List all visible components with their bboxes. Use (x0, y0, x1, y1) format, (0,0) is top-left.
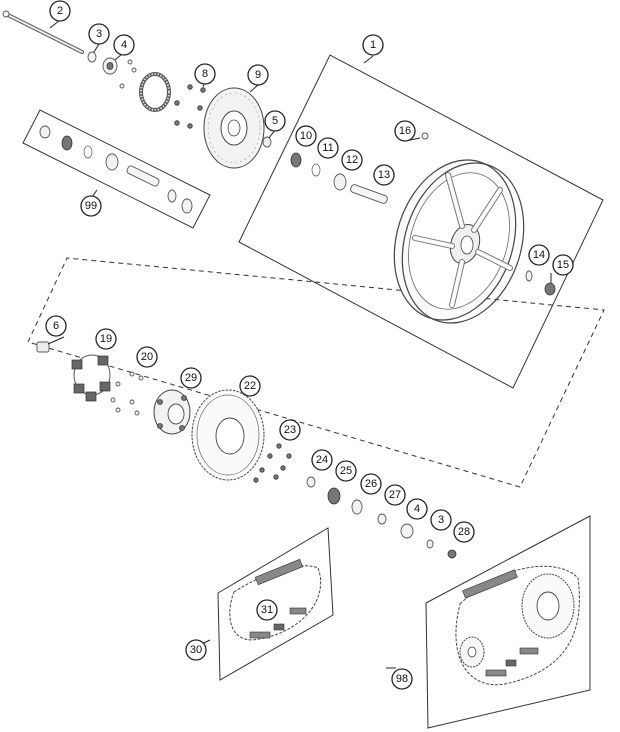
callout-9: 9 (247, 64, 269, 86)
callout-13: 13 (373, 164, 395, 186)
nut-28-part (447, 549, 457, 559)
screw-part (119, 83, 125, 89)
callout-24: 24 (311, 449, 333, 471)
svg-text:3: 3 (438, 514, 444, 526)
svg-text:25: 25 (340, 465, 352, 477)
tone-wheel-part (139, 72, 171, 112)
bearing-kit-frame (22, 109, 211, 229)
callout-16: 16 (394, 120, 416, 142)
callout-1: 1 (362, 34, 384, 56)
shaft-seal-26-part (351, 499, 363, 515)
distance-bushing-part (102, 57, 118, 75)
svg-text:11: 11 (322, 142, 333, 154)
callout-29: 29 (180, 367, 202, 389)
callout-4: 4 (113, 34, 135, 56)
svg-text:2: 2 (57, 5, 63, 17)
svg-text:28: 28 (458, 526, 470, 538)
wheel-assembly-frame (238, 54, 604, 389)
callout-6: 6 (45, 315, 67, 337)
svg-text:19: 19 (100, 333, 112, 345)
callout-3: 3 (88, 23, 110, 45)
callout-98: 98 (391, 668, 413, 690)
callout-10: 10 (295, 125, 317, 147)
svg-text:9: 9 (255, 69, 261, 81)
svg-text:99: 99 (85, 200, 97, 212)
svg-text:31: 31 (261, 604, 273, 616)
callout-22: 22 (239, 375, 261, 397)
svg-text:10: 10 (300, 130, 312, 142)
svg-text:20: 20 (141, 351, 153, 363)
axle-part (2, 10, 84, 54)
callout-14: 14 (528, 244, 550, 266)
callout-12: 12 (341, 149, 363, 171)
distance-bushing-lower-part (400, 523, 414, 539)
callout-20: 20 (136, 346, 158, 368)
bearing-25-part (327, 487, 341, 505)
callout-23: 23 (279, 419, 301, 441)
callout-30: 30 (185, 639, 207, 661)
drive-kit-frame (425, 515, 591, 729)
callout-25: 25 (335, 460, 357, 482)
svg-text:14: 14 (533, 249, 545, 261)
screw-part (131, 67, 137, 73)
sprocket-bolts (110, 371, 144, 416)
callout-3-lower: 3 (430, 509, 452, 531)
spacer-14-part (525, 270, 533, 282)
brake-disc-part (203, 87, 265, 169)
screw-part (127, 59, 133, 65)
svg-text:5: 5 (272, 115, 278, 127)
callout-28: 28 (453, 521, 475, 543)
sprocket-nuts (253, 443, 292, 483)
callout-4-lower: 4 (406, 498, 428, 520)
callout-5: 5 (264, 110, 286, 132)
svg-text:4: 4 (121, 39, 127, 51)
callout-2: 2 (49, 0, 71, 22)
rear-sprocket-part (191, 389, 265, 481)
svg-text:6: 6 (53, 320, 59, 332)
callout-19: 19 (95, 328, 117, 350)
chain-part (229, 558, 322, 641)
bearing-15-part (544, 282, 556, 296)
spacer-part (87, 51, 97, 63)
svg-text:26: 26 (365, 478, 377, 490)
svg-text:16: 16 (399, 125, 411, 137)
svg-text:22: 22 (244, 380, 256, 392)
callout-26: 26 (360, 473, 382, 495)
svg-text:27: 27 (389, 489, 401, 501)
callout-8: 8 (194, 63, 216, 85)
bearing-kit-parts (39, 125, 193, 214)
svg-text:30: 30 (190, 644, 202, 656)
spacer-24-part (306, 476, 316, 488)
svg-text:4: 4 (414, 503, 420, 515)
drive-kit-part (455, 565, 580, 686)
spacer-right-part (262, 136, 272, 148)
spacer-27-part (377, 513, 387, 525)
callout-11: 11 (317, 137, 339, 159)
sprocket-assembly-frame (27, 257, 605, 488)
wheel-bearing-parts (290, 132, 429, 204)
svg-text:15: 15 (557, 259, 569, 271)
svg-text:24: 24 (316, 454, 328, 466)
spacer-lower-part (426, 539, 434, 549)
sprocket-carrier-part (153, 389, 191, 435)
svg-text:23: 23 (284, 424, 296, 436)
svg-text:29: 29 (185, 372, 197, 384)
svg-text:13: 13 (378, 169, 390, 181)
callout-31: 31 (256, 599, 278, 621)
svg-text:98: 98 (396, 673, 408, 685)
rear-wheel-part (393, 159, 525, 324)
svg-text:1: 1 (370, 39, 376, 51)
brake-disc-screws (174, 84, 206, 129)
svg-text:8: 8 (202, 68, 208, 80)
svg-text:12: 12 (346, 154, 358, 166)
cush-drive-rubber-part (71, 354, 111, 402)
callout-27: 27 (384, 484, 406, 506)
svg-text:3: 3 (96, 28, 102, 40)
sleeve-6-part (36, 341, 50, 353)
callout-99: 99 (80, 195, 102, 217)
chain-kit-frame (217, 527, 334, 681)
callout-15: 15 (552, 254, 574, 276)
